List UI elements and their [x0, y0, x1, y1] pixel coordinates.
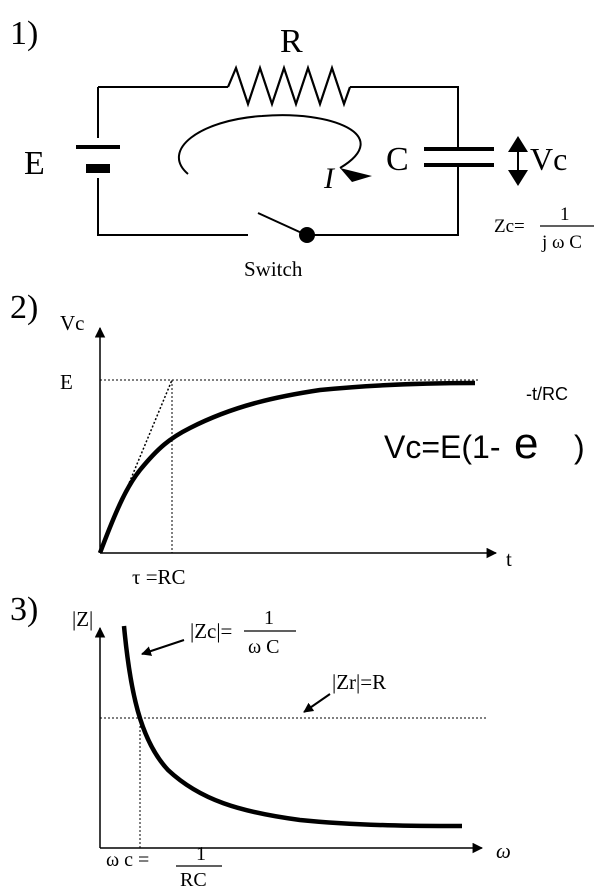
- charging-curve: [97, 380, 476, 554]
- switch-contact-icon: [299, 227, 315, 243]
- e-level-label: E: [60, 370, 73, 394]
- y-axis-label: Vc: [60, 311, 85, 335]
- zr-pointer-arrow: [303, 693, 331, 713]
- tangent-line: [99, 379, 173, 554]
- zc-pointer-arrow: [141, 639, 185, 656]
- capacitor-label: C: [386, 141, 409, 178]
- impedance-denominator: j ω C: [541, 232, 582, 253]
- zr-label: |Zr|=R: [332, 670, 386, 694]
- formula-main: Vc=E(1-: [384, 429, 500, 465]
- y-axis-label: |Z|: [72, 607, 93, 631]
- zc-prefix: |Zc|=: [190, 619, 232, 643]
- right-wire: [98, 86, 459, 236]
- section-3-label: 3): [10, 591, 38, 628]
- section-1-label: 1): [10, 15, 38, 52]
- formula-close: ): [574, 429, 585, 465]
- wc-prefix: ω c =: [106, 849, 149, 871]
- x-axis-label: t: [506, 547, 512, 571]
- source-label: E: [24, 145, 45, 182]
- arrow-up-icon: [508, 136, 528, 152]
- x-axis-label: ω: [496, 839, 511, 863]
- zc-denominator: ω C: [248, 636, 280, 658]
- impedance-numerator: 1: [560, 204, 570, 225]
- section-2-label: 2): [10, 289, 38, 326]
- zc-numerator: 1: [264, 607, 274, 629]
- section-3-impedance-graph: 3) |Z| ω |Zc|= 1 ω C |Zr|=R ω c = 1 RC: [10, 591, 511, 891]
- impedance-curve: [121, 625, 463, 829]
- formula-exponential-e: e: [514, 419, 538, 468]
- wc-denominator: RC: [180, 869, 207, 891]
- current-label: I: [323, 162, 336, 195]
- voltage-label: Vc: [530, 141, 567, 177]
- impedance-prefix: Zc=: [494, 216, 525, 237]
- section-1-circuit: 1) R E C Vc I Switch Zc= 1 j ω C: [10, 15, 594, 281]
- resistor-label: R: [280, 23, 303, 60]
- switch-label: Switch: [244, 257, 303, 281]
- left-wire: [97, 87, 248, 236]
- tau-label: τ =RC: [132, 565, 186, 589]
- current-loop-arc: [177, 114, 362, 175]
- formula-exponent: -t/RC: [526, 384, 568, 404]
- wc-numerator: 1: [196, 843, 206, 865]
- resistor-symbol: [226, 64, 352, 108]
- arrow-down-icon: [508, 170, 528, 186]
- section-2-charging-graph: 2) Vc t E τ =RC Vc=E(1- e -t/RC ): [10, 289, 585, 589]
- battery-short-plate: [86, 164, 110, 173]
- current-arrow-icon: [340, 168, 372, 182]
- switch-lever: [257, 212, 305, 235]
